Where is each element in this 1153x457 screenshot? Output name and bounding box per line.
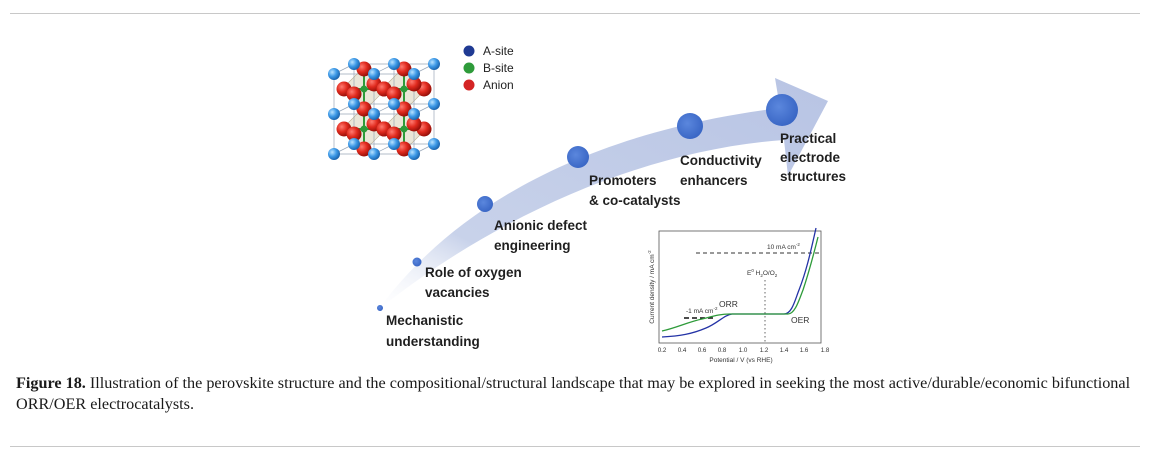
figure-caption-label: Figure 18. — [16, 374, 86, 392]
figure-frame — [10, 13, 1140, 447]
legend: A-site B-site Anion — [463, 44, 514, 92]
a-site-atom — [348, 138, 360, 150]
b-site-atom — [400, 125, 408, 133]
legend-anion-label: Anion — [483, 78, 514, 92]
a-site-atom — [408, 68, 420, 80]
b-site-atom — [360, 85, 368, 93]
step-label-2: Role of oxygen vacancies — [425, 265, 526, 300]
legend-a-site-dot — [463, 45, 475, 57]
b-site-atom — [400, 85, 408, 93]
anion-atom — [356, 101, 372, 117]
a-site-atom — [428, 98, 440, 110]
x-tick: 1.8 — [821, 347, 830, 354]
plot-series-green — [661, 236, 819, 332]
step-dot-6 — [766, 94, 798, 126]
a-site-atom — [388, 98, 400, 110]
step-label-6: Practical electrode structures — [780, 131, 846, 184]
anion-atom — [406, 76, 422, 92]
plot-oer-label: OER — [791, 315, 809, 325]
a-site-atom — [388, 138, 400, 150]
x-tick: 0.2 — [658, 347, 667, 354]
a-site-atom — [348, 98, 360, 110]
anion-atom — [356, 141, 372, 157]
anion-atom — [396, 141, 412, 157]
anion-atom — [346, 126, 362, 142]
legend-anion-dot — [463, 79, 475, 91]
a-site-atom — [328, 68, 340, 80]
anion-atom — [386, 86, 402, 102]
x-tick: 1.6 — [800, 347, 809, 354]
plot-x-ticks: 0.2 0.4 0.6 0.8 1.0 1.2 1.4 1.6 1.8 — [658, 347, 830, 354]
a-site-atom — [388, 58, 400, 70]
anion-atom — [346, 86, 362, 102]
a-site-atom — [408, 108, 420, 120]
a-site-atom — [348, 58, 360, 70]
plot-orr-label: ORR — [719, 299, 738, 309]
anion-atom — [406, 116, 422, 132]
a-site-atom — [408, 148, 420, 160]
perovskite-structure — [328, 58, 440, 160]
plot-y-axis-label: Current density / mA cm-2 — [647, 250, 656, 324]
step-dot-3 — [477, 196, 493, 212]
x-tick: 0.4 — [678, 347, 687, 354]
legend-b-site-dot — [463, 62, 475, 74]
figure-caption: Figure 18. Illustration of the perovskit… — [16, 373, 1136, 415]
a-site-atom — [428, 58, 440, 70]
a-site-atom — [328, 148, 340, 160]
anion-atom — [396, 101, 412, 117]
x-tick: 1.4 — [780, 347, 789, 354]
polarization-plot: 10 mA cm-2 -1 mA cm-2 E0 H2O/O2 ORR OER … — [647, 227, 830, 364]
a-site-atom — [368, 148, 380, 160]
x-tick: 1.0 — [739, 347, 748, 354]
plot-x-axis-label: Potential / V (vs RHE) — [709, 357, 772, 364]
anion-atom — [356, 61, 372, 77]
step-dot-1 — [377, 305, 383, 311]
plot-frame — [658, 230, 822, 344]
x-tick: 0.6 — [698, 347, 707, 354]
step-label-1: Mechanistic understanding — [386, 313, 480, 349]
a-site-atom — [328, 108, 340, 120]
step-label-3: Anionic defect engineering — [494, 218, 591, 253]
plot-annotation-10ma: 10 mA cm-2 — [767, 242, 800, 251]
x-tick: 0.8 — [718, 347, 727, 354]
step-dot-4 — [567, 146, 589, 168]
progress-arrow — [378, 78, 828, 310]
figure-caption-text: Illustration of the perovskite structure… — [16, 374, 1131, 413]
legend-b-site-label: B-site — [483, 61, 514, 75]
anion-atom — [386, 126, 402, 142]
step-dot-2 — [412, 257, 422, 267]
step-label-5: Conductivity enhancers — [680, 153, 766, 188]
a-site-atom — [368, 108, 380, 120]
a-site-atom — [428, 138, 440, 150]
legend-a-site-label: A-site — [483, 44, 514, 58]
plot-annotation-minus1ma: -1 mA cm-2 — [686, 306, 718, 315]
figure-artwork: A-site B-site Anion Mechanistic understa… — [328, 44, 846, 364]
step-dot-5 — [677, 113, 703, 139]
plot-e0-label: E0 H2O/O2 — [747, 268, 778, 278]
x-tick: 1.2 — [760, 347, 769, 354]
b-site-atom — [360, 125, 368, 133]
step-label-4: Promoters & co-catalysts — [589, 173, 681, 208]
anion-atom — [396, 61, 412, 77]
a-site-atom — [368, 68, 380, 80]
